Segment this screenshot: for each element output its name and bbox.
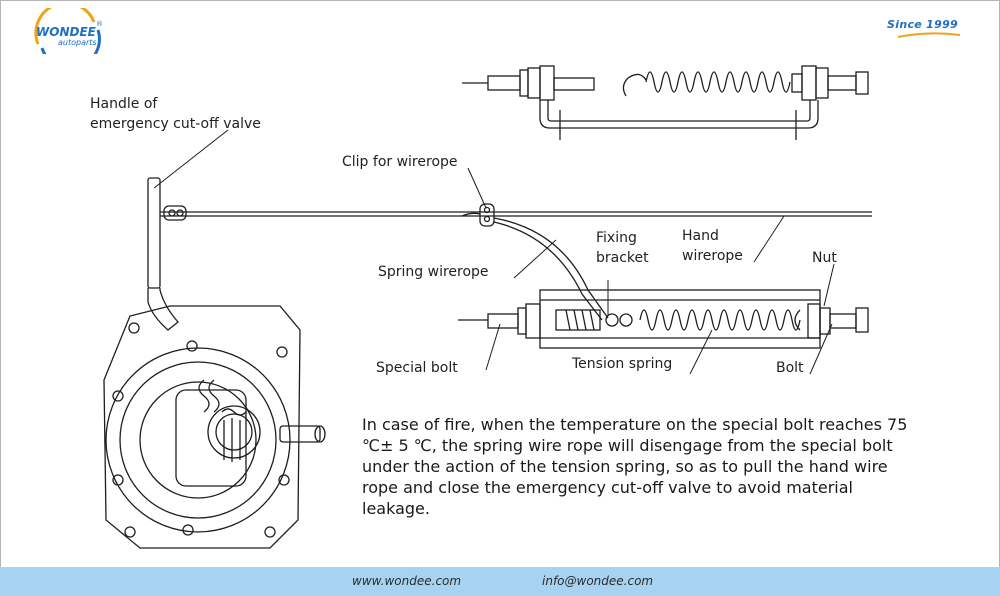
description-text: In case of fire, when the temperature on… [362, 415, 908, 518]
footer-email-link[interactable]: info@wondee.com [542, 574, 654, 588]
label-spring-wirerope: Spring wirerope [378, 264, 489, 280]
label-clip: Clip for wirerope [342, 154, 458, 170]
logo-sub: autoparts [58, 38, 97, 47]
label-hand-wirerope-line-1: Hand [682, 228, 719, 244]
top-spring-assembly [462, 65, 869, 140]
label-fixing-bracket-line-2: bracket [596, 250, 649, 266]
leader-lines [153, 129, 835, 375]
valve-body [103, 305, 326, 549]
label-bolt: Bolt [776, 360, 804, 376]
label-special-bolt: Special bolt [376, 360, 458, 376]
wondee-logo: WONDEE ® autoparts [34, 8, 103, 54]
footer-website-link[interactable]: www.wondee.com [352, 574, 462, 588]
label-hand-wirerope-line-2: wirerope [682, 248, 743, 264]
label-fixing-bracket-line-1: Fixing [596, 230, 637, 246]
logo-registered: ® [96, 20, 103, 28]
label-handle-line-2: emergency cut-off valve [90, 116, 261, 132]
valve-handle [147, 177, 187, 331]
logo-name: WONDEE [36, 25, 97, 39]
lower-spring-assembly [458, 289, 869, 349]
since-tagline: Since 1999 [887, 18, 958, 31]
label-tension-spring: Tension spring [571, 356, 672, 372]
tagline-swoosh [898, 32, 960, 38]
label-handle-line-1: Handle of [90, 96, 158, 112]
footer-bar: www.wondee.com info@wondee.com [0, 567, 1000, 596]
spring-wirerope-curve [493, 217, 609, 319]
label-nut: Nut [812, 250, 837, 266]
wirerope-clip [461, 203, 495, 227]
